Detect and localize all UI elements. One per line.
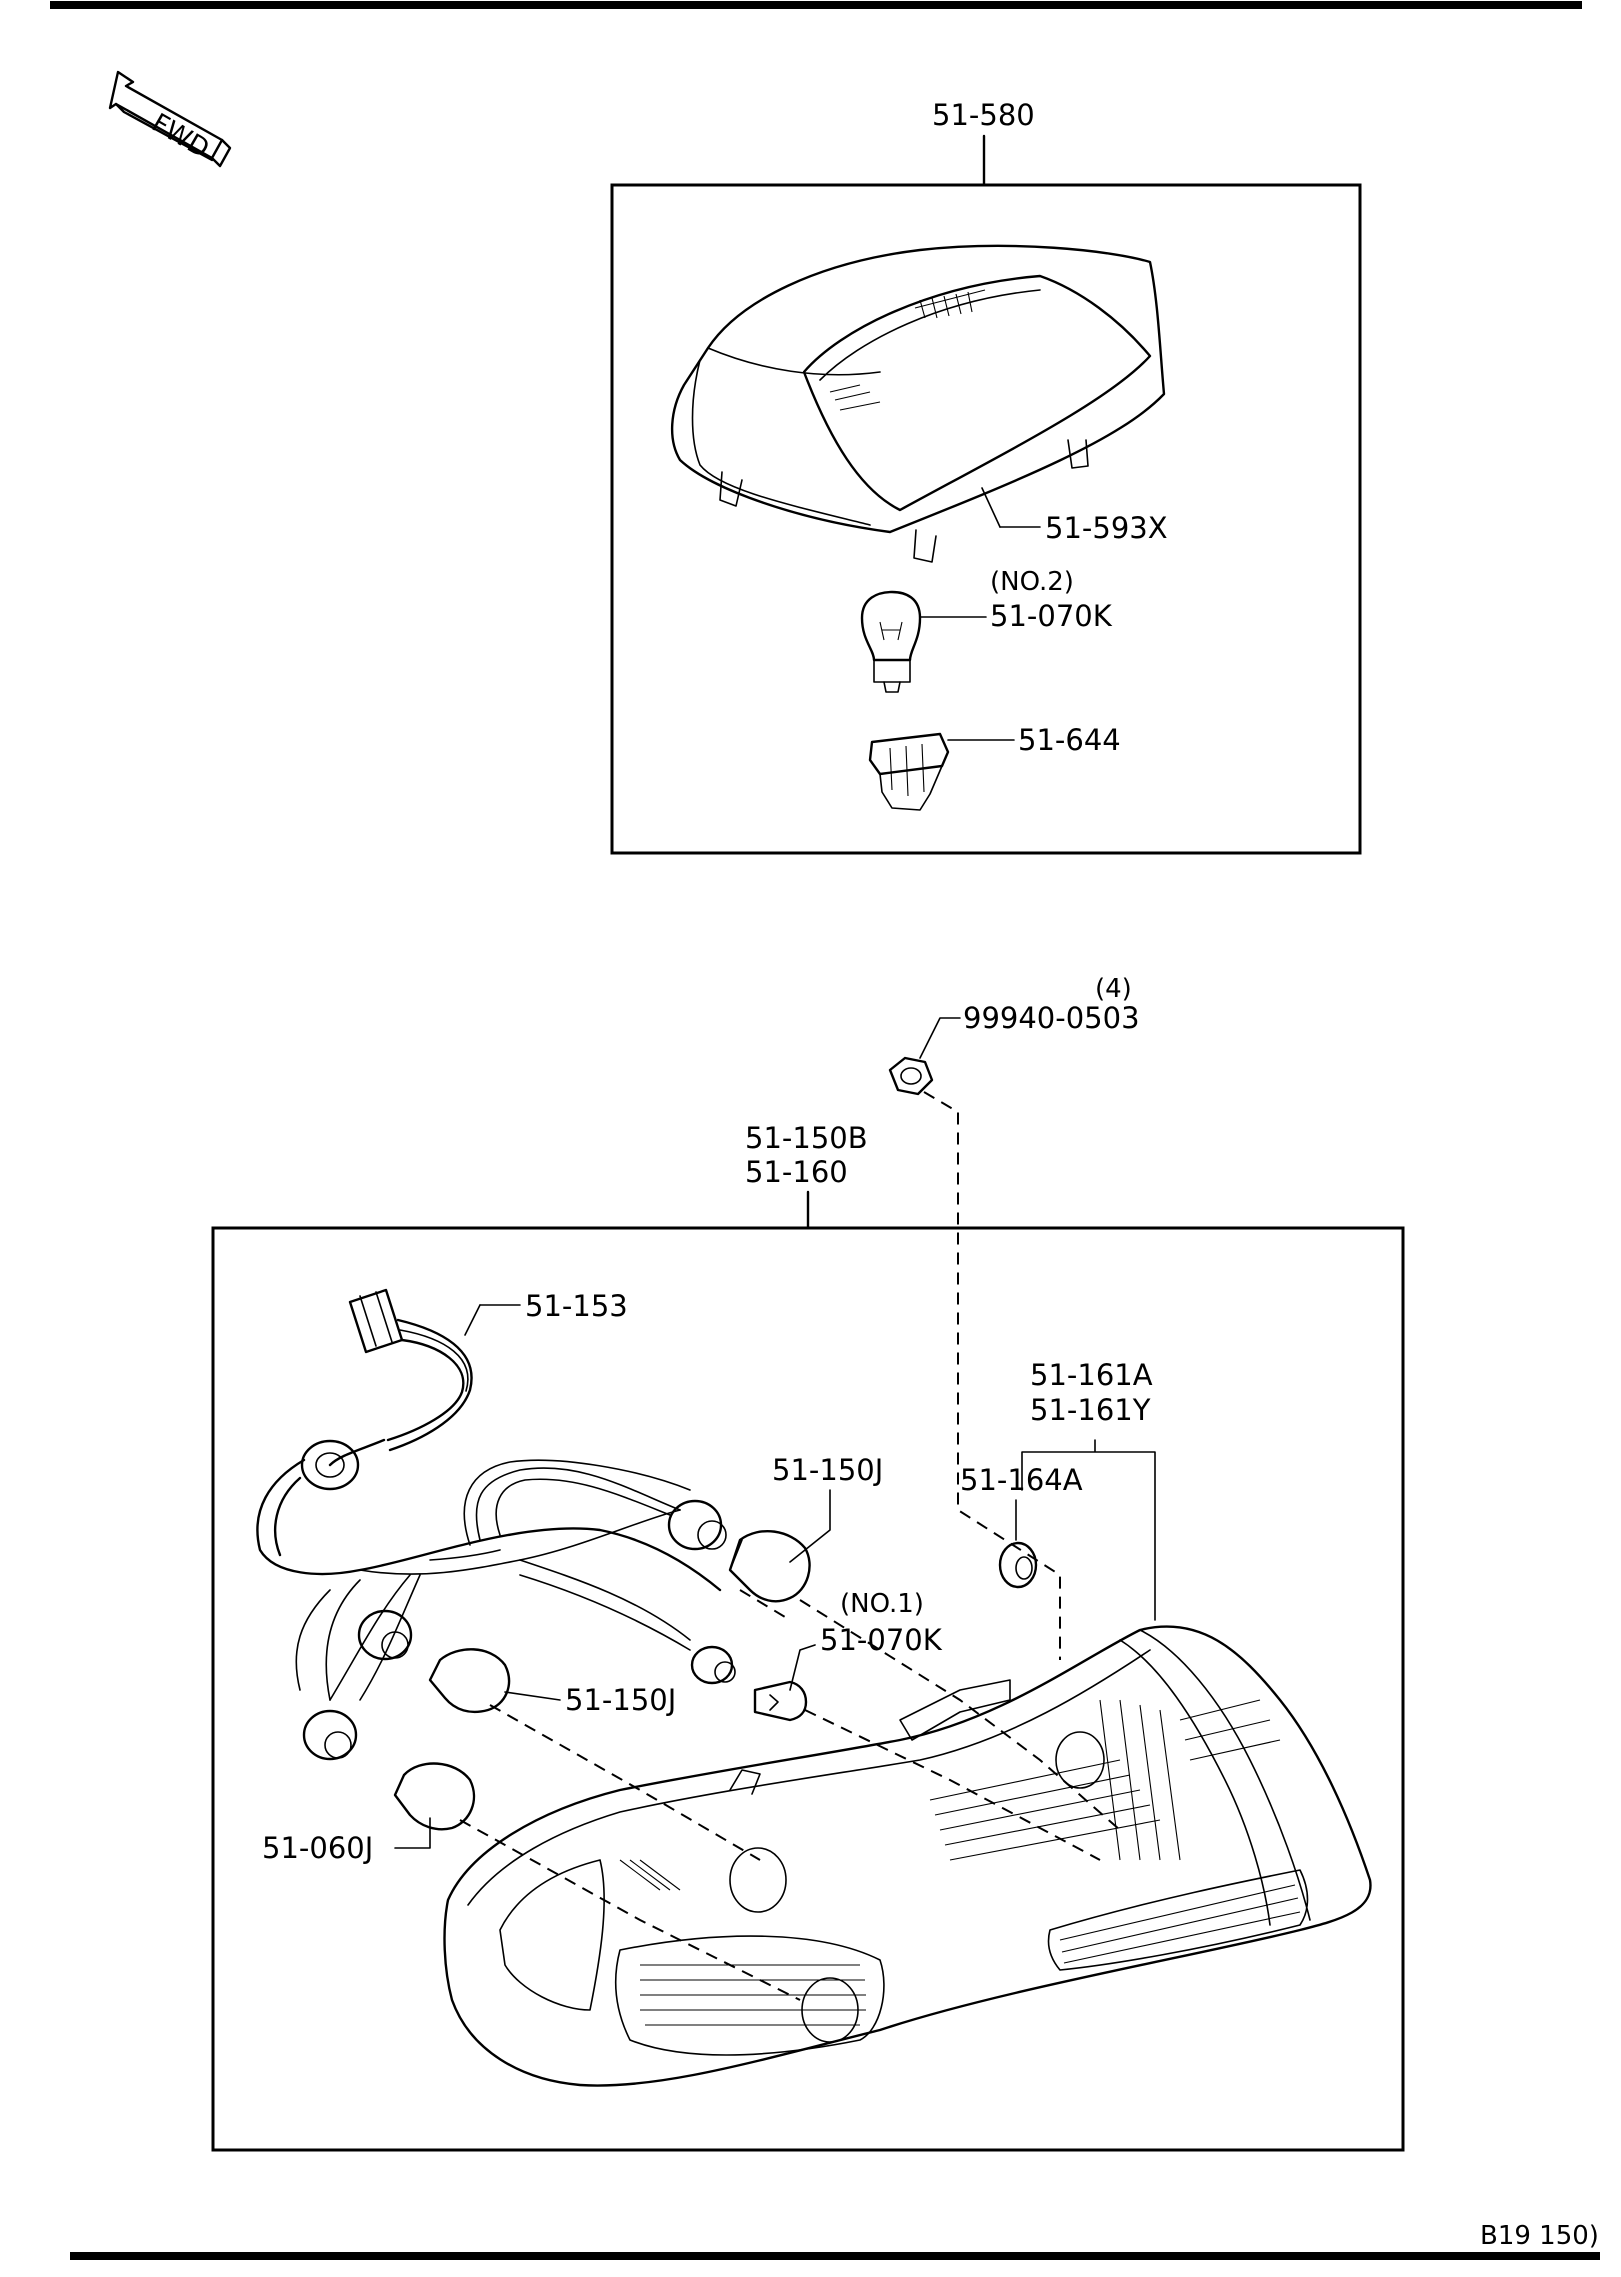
fwd-arrow-icon: FWD xyxy=(108,70,232,168)
high-mount-stop-lamp xyxy=(670,244,1166,563)
bulb-51-150j-lower xyxy=(428,1648,511,1714)
part-label-51-153: 51-153 xyxy=(525,1289,628,1323)
lower-assembly-frame xyxy=(211,1226,1405,2152)
part-label-51-644: 51-644 xyxy=(1018,723,1121,757)
rear-combination-lamp xyxy=(443,1625,1372,2087)
hex-nut xyxy=(888,1056,934,1096)
bulb-socket xyxy=(868,732,950,811)
nut-qty: (4) xyxy=(1095,974,1132,1004)
part-note-no1: (NO.1) xyxy=(840,1589,924,1619)
upper-assembly-frame xyxy=(610,183,1362,855)
bulb-51-060j xyxy=(393,1762,476,1831)
part-label-99940-0503: 99940-0503 xyxy=(963,1001,1140,1035)
assembly-label-51-160: 51-160 xyxy=(745,1155,848,1189)
upper-assembly-label: 51-580 xyxy=(932,98,1035,132)
part-note-no2: (NO.2) xyxy=(990,567,1074,597)
part-label-51-161y: 51-161Y xyxy=(1030,1393,1151,1427)
bulb-no2 xyxy=(860,590,922,693)
part-label-51-060j: 51-060J xyxy=(262,1831,373,1865)
part-label-51-070k-lower: 51-070K xyxy=(820,1623,943,1657)
bulb-51-150j-upper xyxy=(728,1530,811,1603)
harness-socket-b xyxy=(357,1609,413,1661)
harness-socket-d xyxy=(690,1645,736,1685)
wedge-bulb-no1 xyxy=(753,1680,808,1722)
footer-fragment: B19 150) xyxy=(1480,2221,1599,2251)
harness-socket-a xyxy=(667,1499,727,1551)
part-label-51-161a: 51-161A xyxy=(1030,1358,1153,1392)
part-label-51-150j-lower: 51-150J xyxy=(565,1683,676,1717)
part-label-51-593x: 51-593X xyxy=(1045,511,1168,545)
assembly-label-51-150b: 51-150B xyxy=(745,1121,868,1155)
grommet xyxy=(998,1541,1038,1589)
wiring-harness xyxy=(256,1288,722,1701)
harness-socket-c xyxy=(302,1709,358,1761)
part-label-51-070k-upper: 51-070K xyxy=(990,599,1113,633)
part-label-51-150j-upper: 51-150J xyxy=(772,1453,883,1487)
